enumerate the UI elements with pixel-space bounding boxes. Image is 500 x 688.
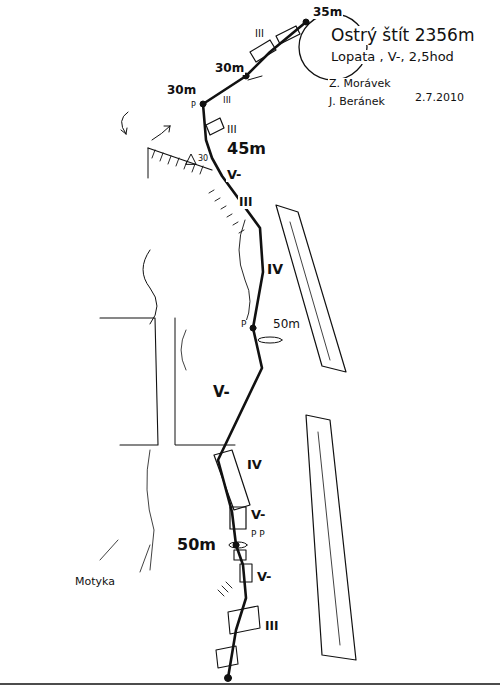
feature-name: Motyka <box>74 576 116 588</box>
piton-mark: P <box>190 102 197 111</box>
grade-label: III <box>254 28 265 39</box>
grade-label: III <box>238 196 253 209</box>
pitch-length: 30m <box>166 84 197 97</box>
cairn-number: 30 <box>197 155 209 164</box>
grade-label: III <box>264 620 279 633</box>
grade-label: III <box>226 124 238 136</box>
author-name: J. Beránek <box>328 96 386 108</box>
date-label: 2.7.2010 <box>414 92 465 104</box>
pitch-length: 35m <box>312 6 343 19</box>
author-name: Z. Morávek <box>328 78 392 90</box>
pitch-length: 50m <box>272 318 301 331</box>
grade-label: V- <box>226 168 243 182</box>
topo-title: Ostrý štít 2356m <box>330 26 476 45</box>
grade-label: V- <box>250 508 267 522</box>
route-info: Lopata , V-, 2,5hod <box>330 50 455 64</box>
grade-label: V- <box>212 384 231 401</box>
pitch-length: 45m <box>226 140 267 158</box>
grade-label: IV <box>246 458 263 472</box>
piton-mark: P P <box>250 530 266 540</box>
pitch-length: 50m <box>176 536 217 554</box>
grade-label: V- <box>256 570 273 584</box>
pitch-length: 30m <box>214 62 245 75</box>
piton-mark: P <box>240 320 247 330</box>
grade-label: III <box>222 96 232 106</box>
grade-label: IV <box>266 262 284 277</box>
